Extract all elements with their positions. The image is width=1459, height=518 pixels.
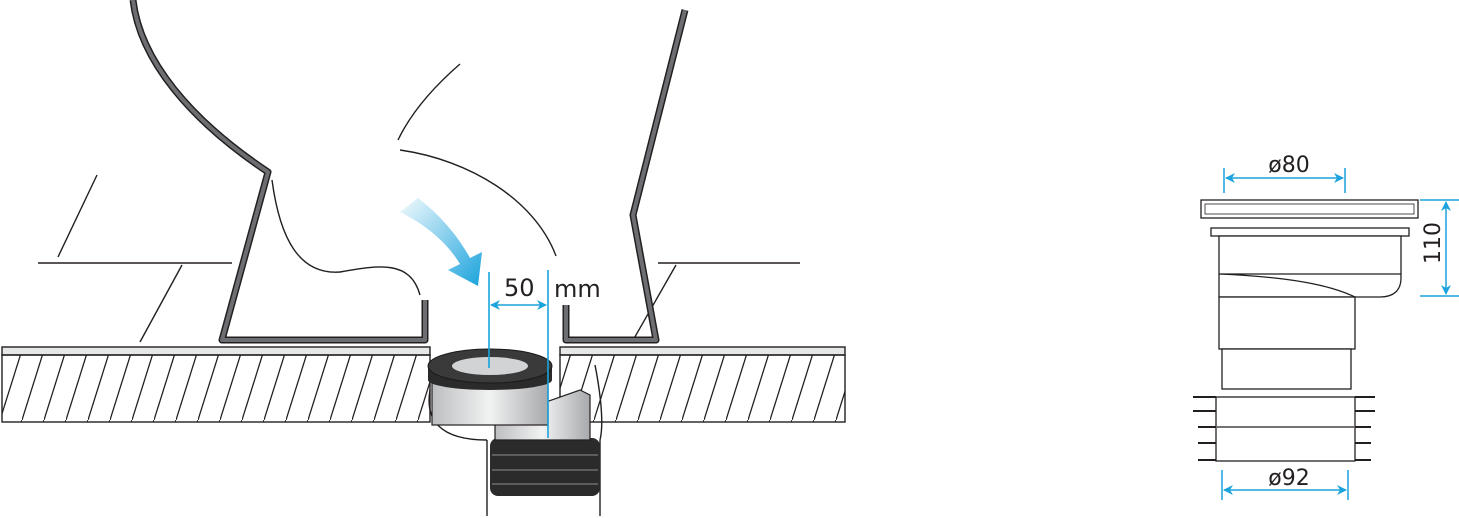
bottom-diameter-label: ø92 [1268,466,1309,491]
offset-dimension [488,270,549,438]
toilet-bowl-lines [271,63,557,296]
wall-tile-lines [38,174,800,343]
height-label: 110 [1421,222,1446,264]
connector-side-view [1193,199,1419,462]
product-dimensions [1221,168,1459,500]
offset-value: 50 [504,274,535,302]
floor-slab [1,346,846,423]
offset-unit: mm [554,275,601,303]
offset-connector-installed [427,348,603,516]
toilet-outline [129,0,689,344]
top-diameter-label: ø80 [1268,153,1309,178]
insertion-arrow-icon [400,198,482,286]
